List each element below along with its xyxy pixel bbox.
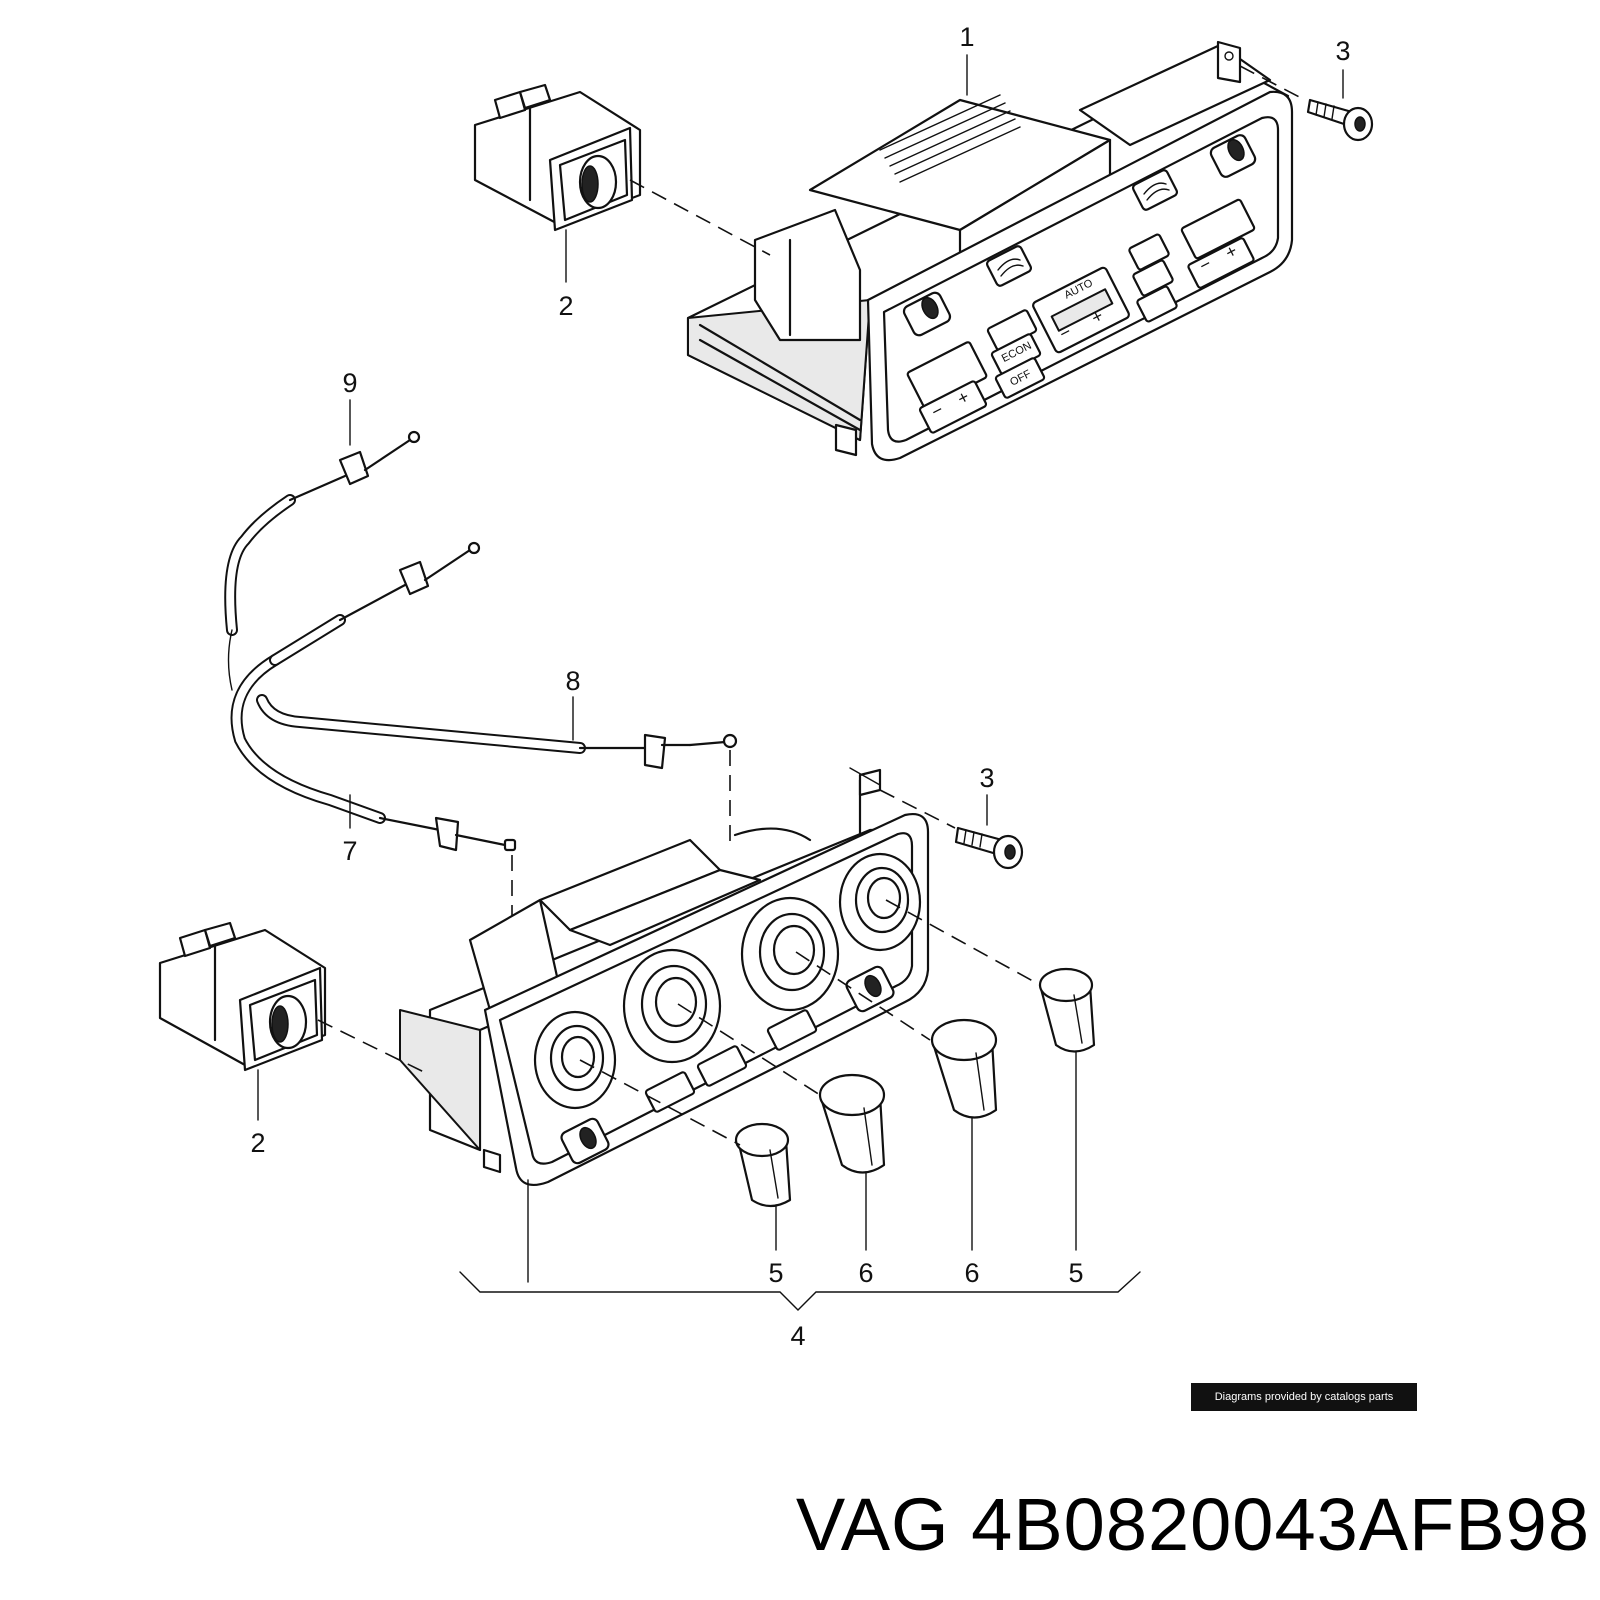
callout-3-top: 3: [1335, 36, 1350, 66]
top-vent-slats: [879, 94, 1021, 183]
screw-top: [1306, 98, 1374, 142]
callout-6-left: 6: [858, 1258, 873, 1288]
credit-banner: Diagrams provided by catalogs parts: [1191, 1383, 1417, 1411]
callout-9: 9: [342, 368, 357, 398]
callout-2-bottom: 2: [250, 1128, 265, 1158]
callout-3-bottom: 3: [979, 763, 994, 793]
part-number-title: VAG 4B0820043AFB98: [795, 1483, 1590, 1566]
callout-4: 4: [790, 1321, 805, 1351]
callout-6-right: 6: [964, 1258, 979, 1288]
cable-7: [230, 541, 517, 852]
callout-7: 7: [342, 836, 357, 866]
switch-top: [473, 83, 642, 232]
climate-control-unit: − + ECON OFF AUTO − + − +: [686, 40, 1294, 462]
callout-2-top: 2: [558, 291, 573, 321]
switch-bottom: [158, 921, 327, 1072]
callout-1: 1: [959, 22, 974, 52]
callout-5-left: 5: [768, 1258, 783, 1288]
screw-bottom: [954, 826, 1024, 870]
dial-right: [838, 852, 922, 952]
cable-8: [256, 694, 738, 770]
knob-5-left: [734, 1122, 792, 1208]
manual-control-unit: [399, 768, 930, 1186]
knob-6-right: [930, 1018, 998, 1119]
knob-5-right: [1038, 967, 1096, 1053]
cable-9: [224, 430, 421, 691]
knob-6-left: [818, 1073, 886, 1174]
callout-5-right: 5: [1068, 1258, 1083, 1288]
dial-center-right: [740, 896, 840, 1012]
dial-left: [533, 1010, 617, 1110]
dial-center-left: [622, 948, 722, 1064]
callout-8: 8: [565, 666, 580, 696]
